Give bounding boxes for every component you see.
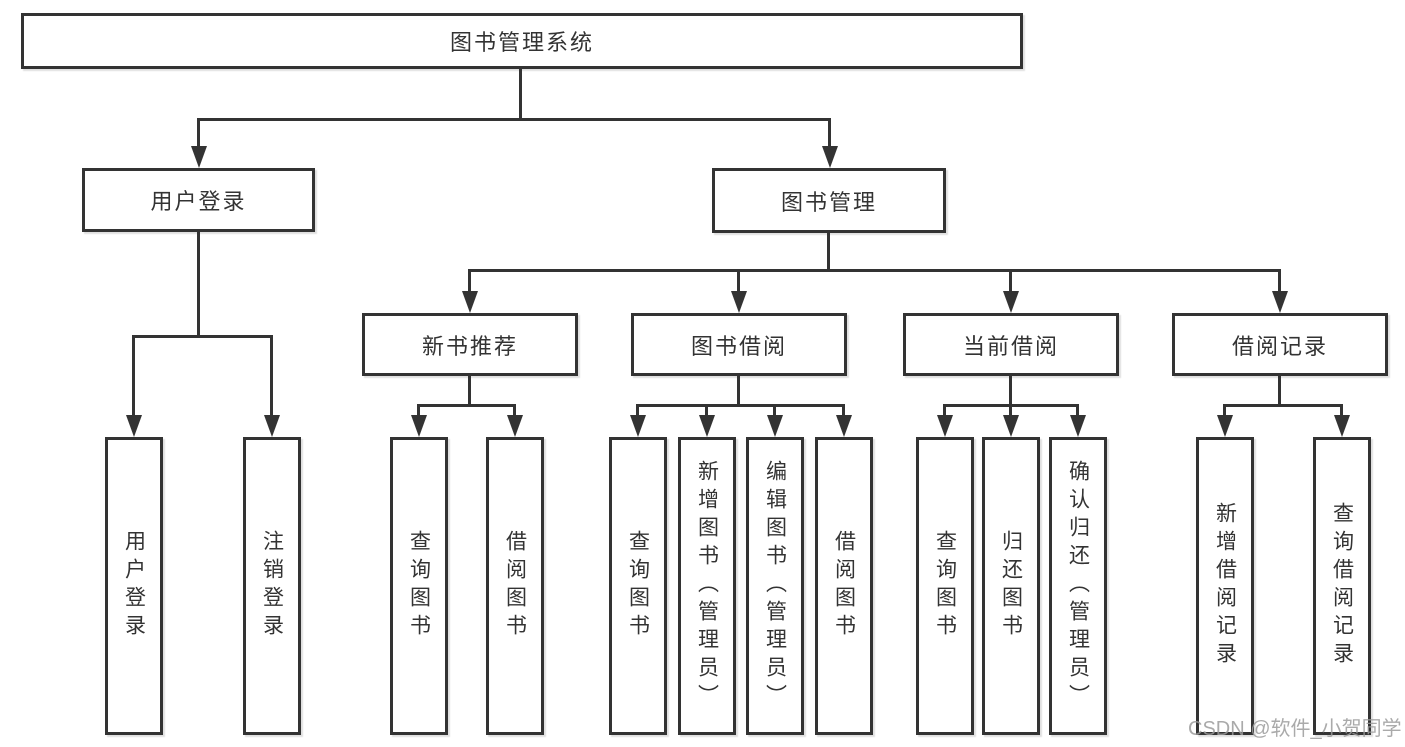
leaf-label: 查询图书 (933, 530, 957, 642)
leaf-query-books-current: 查询图书 (916, 437, 974, 735)
arrow-down-icon (937, 415, 953, 437)
connector-line (519, 69, 522, 121)
node-library-management-system: 图书管理系统 (21, 13, 1023, 69)
arrow-down-icon (1272, 291, 1288, 313)
leaf-logout: 注销登录 (243, 437, 301, 735)
arrow-down-icon (1003, 291, 1019, 313)
leaf-confirm-return-admin: 确认归还（管理员） (1049, 437, 1107, 735)
node-book-borrow: 图书借阅 (631, 313, 847, 376)
arrow-down-icon (1003, 415, 1019, 437)
connector-line (1009, 269, 1012, 293)
connector-line (1009, 376, 1012, 407)
connector-line (1340, 404, 1343, 417)
leaf-label: 确认归还（管理员） (1066, 460, 1090, 712)
leaf-add-books-admin: 新增图书（管理员） (678, 437, 736, 735)
connector-line (1223, 404, 1226, 417)
connector-line (636, 404, 845, 407)
connector-line (773, 404, 776, 417)
node-user-login: 用户登录 (82, 168, 315, 232)
connector-line (943, 404, 946, 417)
connector-line (705, 404, 708, 417)
node-book-management: 图书管理 (712, 168, 946, 233)
connector-line (417, 404, 420, 417)
leaf-borrow-books: 借阅图书 (815, 437, 873, 735)
connector-line (132, 335, 135, 417)
arrow-down-icon (126, 415, 142, 437)
leaf-edit-books-admin: 编辑图书（管理员） (746, 437, 804, 735)
arrow-down-icon (731, 291, 747, 313)
arrow-down-icon (264, 415, 280, 437)
connector-line (468, 269, 471, 293)
node-current-borrow: 当前借阅 (903, 313, 1119, 376)
leaf-return-books: 归还图书 (982, 437, 1040, 735)
connector-line (417, 404, 516, 407)
connector-line (737, 376, 740, 407)
connector-line (197, 232, 200, 338)
connector-line (1278, 376, 1281, 407)
leaf-label: 借阅图书 (503, 530, 527, 642)
arrow-down-icon (630, 415, 646, 437)
csdn-watermark: CSDN @软件_小贺同学 (1188, 718, 1402, 740)
arrow-down-icon (699, 415, 715, 437)
leaf-label: 查询图书 (626, 530, 650, 642)
leaf-label: 查询借阅记录 (1330, 502, 1354, 670)
node-new-book-recommend: 新书推荐 (362, 313, 578, 376)
arrow-down-icon (836, 415, 852, 437)
leaf-label: 编辑图书（管理员） (763, 460, 787, 712)
leaf-user-login: 用户登录 (105, 437, 163, 735)
leaf-label: 新增借阅记录 (1213, 502, 1237, 670)
arrow-down-icon (1070, 415, 1086, 437)
connector-line (1009, 404, 1012, 417)
arrow-down-icon (507, 415, 523, 437)
leaf-label: 新增图书（管理员） (695, 460, 719, 712)
arrow-down-icon (822, 146, 838, 168)
connector-line (132, 335, 273, 338)
leaf-query-books-borrow: 查询图书 (609, 437, 667, 735)
arrow-down-icon (1334, 415, 1350, 437)
connector-line (842, 404, 845, 417)
arrow-down-icon (767, 415, 783, 437)
leaf-label: 归还图书 (999, 530, 1023, 642)
connector-line (270, 335, 273, 417)
leaf-add-borrow-record: 新增借阅记录 (1196, 437, 1254, 735)
connector-line (636, 404, 639, 417)
leaf-label: 借阅图书 (832, 530, 856, 642)
arrow-down-icon (462, 291, 478, 313)
connector-line (1076, 404, 1079, 417)
connector-line (1223, 404, 1343, 407)
leaf-query-books-recommend: 查询图书 (390, 437, 448, 735)
connector-line (197, 118, 831, 121)
connector-line (468, 269, 1281, 272)
connector-line (468, 376, 471, 407)
connector-line (1278, 269, 1281, 293)
node-borrow-records: 借阅记录 (1172, 313, 1388, 376)
arrow-down-icon (1217, 415, 1233, 437)
arrow-down-icon (411, 415, 427, 437)
leaf-label: 查询图书 (407, 530, 431, 642)
leaf-label: 用户登录 (122, 530, 146, 642)
leaf-query-borrow-record: 查询借阅记录 (1313, 437, 1371, 735)
connector-line (827, 233, 830, 272)
leaf-borrow-books-recommend: 借阅图书 (486, 437, 544, 735)
connector-line (737, 269, 740, 293)
connector-line (828, 118, 831, 148)
connector-line (197, 118, 200, 148)
leaf-label: 注销登录 (260, 530, 284, 642)
arrow-down-icon (191, 146, 207, 168)
connector-line (513, 404, 516, 417)
